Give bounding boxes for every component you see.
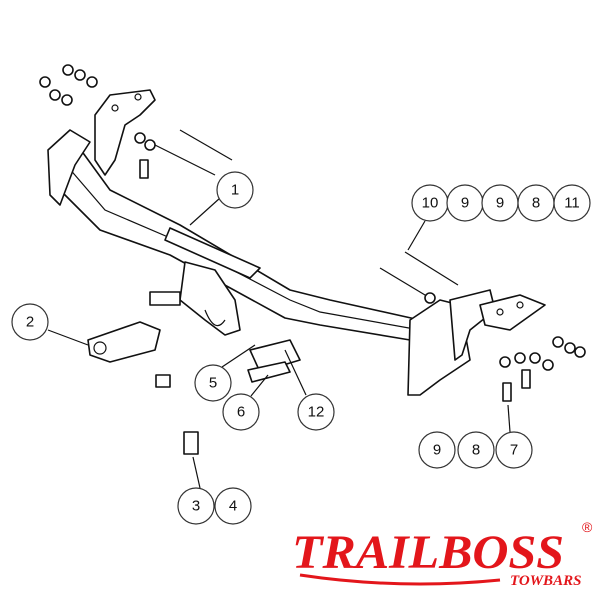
callout-10: 10 <box>411 184 449 222</box>
svg-text:5: 5 <box>209 375 217 392</box>
svg-text:3: 3 <box>192 498 200 515</box>
callout-8: 8 <box>457 431 495 469</box>
svg-text:12: 12 <box>308 404 325 421</box>
callout-6: 6 <box>222 393 260 431</box>
trailboss-logo: TRAILBOSS ® TOWBARS <box>292 519 593 589</box>
svg-text:TOWBARS: TOWBARS <box>510 573 581 589</box>
svg-text:11: 11 <box>564 195 580 212</box>
callout-4: 4 <box>214 487 252 525</box>
nuts-and-washers <box>39 64 586 371</box>
callout-2: 2 <box>11 303 49 341</box>
callout-1: 1 <box>216 171 254 209</box>
svg-text:9: 9 <box>496 195 504 212</box>
svg-text:8: 8 <box>532 195 540 212</box>
callout-3: 3 <box>177 487 215 525</box>
callout-11: 11 <box>553 184 591 222</box>
callout-9: 9 <box>481 184 519 222</box>
svg-text:4: 4 <box>229 498 237 515</box>
callout-5: 5 <box>194 364 232 402</box>
crossbar-part-1 <box>47 89 546 396</box>
svg-text:9: 9 <box>433 442 441 459</box>
leader-lines <box>47 197 511 489</box>
callout-12: 12 <box>297 393 335 431</box>
callout-9: 9 <box>418 431 456 469</box>
callout-7: 7 <box>495 431 533 469</box>
svg-text:10: 10 <box>422 195 439 212</box>
callout-9: 9 <box>446 184 484 222</box>
svg-text:1: 1 <box>231 182 239 199</box>
svg-text:TRAILBOSS: TRAILBOSS <box>292 526 564 579</box>
svg-text:7: 7 <box>510 442 518 459</box>
svg-text:2: 2 <box>26 314 34 331</box>
bolts <box>87 129 531 455</box>
svg-text:6: 6 <box>237 404 245 421</box>
svg-text:®: ® <box>582 519 593 535</box>
svg-text:9: 9 <box>461 195 469 212</box>
callout-8: 8 <box>517 184 555 222</box>
svg-text:8: 8 <box>472 442 480 459</box>
